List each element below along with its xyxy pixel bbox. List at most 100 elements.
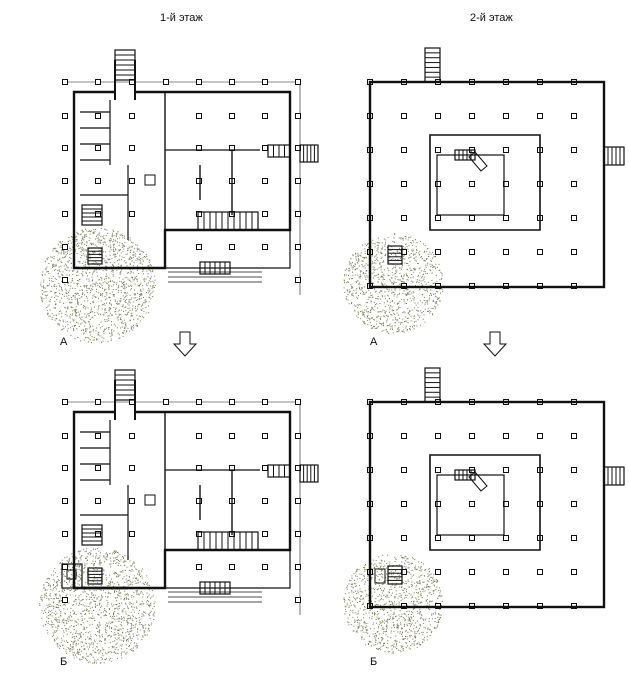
tree-stipple-dot (415, 320, 417, 322)
tree-stipple-dot (63, 570, 65, 572)
tree-stipple-dot (58, 619, 60, 621)
tree-stipple-dot (76, 239, 78, 241)
tree-stipple-dot (134, 289, 135, 291)
tree-stipple-dot (131, 614, 133, 616)
tree-stipple-dot (73, 626, 75, 627)
tree-stipple-dot (403, 290, 405, 292)
tree-stipple-dot (103, 590, 105, 592)
tree-stipple-dot (116, 658, 118, 659)
tree-stipple-dot (98, 331, 100, 333)
tree-stipple-dot (138, 285, 140, 287)
tree-stipple-dot (113, 307, 115, 309)
tree-stipple-dot (437, 581, 439, 582)
tree-stipple-dot (49, 614, 51, 616)
tree-stipple-dot (129, 279, 131, 281)
tree-stipple-dot (361, 264, 363, 265)
tree-stipple-dot (393, 237, 395, 239)
tree-stipple-dot (146, 634, 148, 636)
tree-stipple-dot (74, 589, 76, 591)
tree-stipple-dot (401, 556, 403, 558)
tree-stipple-dot (103, 662, 105, 664)
tree-stipple-dot (102, 653, 104, 655)
tree-stipple-dot (396, 623, 398, 625)
tree-stipple-dot (90, 638, 92, 639)
tree-stipple-dot (55, 617, 57, 619)
tree-stipple-dot (130, 271, 132, 273)
tree-stipple-dot (94, 269, 96, 271)
stair (299, 464, 319, 483)
tree-stipple-dot (80, 340, 82, 342)
tree-stipple-dot (390, 280, 392, 282)
tree-stipple-dot (43, 586, 45, 588)
tree-stipple-dot (377, 611, 378, 612)
tree-stipple-dot (95, 601, 97, 602)
tree-stipple-dot (98, 613, 99, 615)
tree-stipple-dot (360, 292, 361, 294)
tree-stipple-dot (427, 303, 429, 305)
tree-stipple-dot (115, 240, 117, 242)
tree-stipple-dot (72, 610, 74, 612)
tree-stipple-dot (381, 560, 383, 562)
tree-stipple-dot (106, 625, 108, 626)
tree-stipple-dot (87, 269, 89, 271)
tree-stipple-dot (60, 612, 62, 614)
tree-stipple-dot (385, 321, 387, 323)
tree-stipple-dot (367, 311, 369, 313)
tree-stipple-dot (74, 292, 76, 294)
tree-stipple-dot (364, 316, 366, 318)
tree-stipple-dot (102, 243, 104, 245)
tree-stipple-dot (110, 281, 112, 283)
tree-stipple-dot (72, 310, 74, 312)
tree-stipple-dot (371, 318, 373, 319)
tree-stipple-dot (384, 306, 386, 308)
column-marker (295, 113, 301, 119)
tree-stipple-dot (399, 616, 401, 618)
tree-stipple-dot (349, 290, 351, 292)
tree-stipple-dot (41, 273, 43, 275)
tree-stipple-dot (76, 321, 77, 323)
column-marker (163, 399, 169, 405)
tree-stipple-dot (372, 242, 374, 244)
tree-stipple-dot (74, 620, 76, 622)
tree-stipple-dot (58, 324, 60, 326)
tree-stipple-dot (441, 288, 443, 290)
tree-stipple-dot (128, 286, 130, 288)
tree-stipple-dot (86, 241, 88, 243)
tree-stipple-dot (425, 264, 427, 266)
tree-stipple-dot (143, 631, 145, 633)
tree-stipple-dot (99, 327, 101, 329)
tree-stipple-dot (381, 323, 383, 325)
tree-stipple-dot (90, 618, 92, 619)
tree-stipple-dot (380, 566, 381, 568)
tree-stipple-dot (92, 339, 94, 341)
tree-stipple-dot (108, 327, 110, 328)
tree-stipple-dot (90, 601, 92, 603)
tree-stipple-dot (39, 603, 41, 605)
tree-stipple-dot (375, 640, 377, 642)
tree-stipple-dot (371, 595, 373, 597)
tree-stipple-dot (66, 623, 68, 625)
tree-stipple-dot (119, 301, 121, 303)
tree-stipple-dot (123, 248, 125, 250)
tree-stipple-dot (414, 605, 416, 607)
tree-stipple-dot (400, 645, 402, 647)
tree-stipple-dot (99, 624, 101, 626)
tree-stipple-dot (390, 594, 392, 596)
tree-stipple-dot (413, 250, 415, 252)
column-marker (62, 433, 68, 439)
tree-stipple-dot (378, 583, 380, 585)
tree-stipple-dot (353, 289, 355, 291)
tree-stipple-dot (383, 594, 385, 596)
tree-stipple-dot (364, 286, 366, 288)
tree-stipple-dot (358, 569, 360, 570)
tree-stipple-dot (434, 293, 436, 295)
tree-stipple-dot (409, 257, 411, 259)
tree-stipple-dot (55, 318, 57, 320)
tree-stipple-dot (86, 328, 88, 330)
tree-stipple-dot (61, 637, 62, 639)
tree-stipple-dot (129, 246, 131, 248)
tree-stipple-dot (352, 274, 354, 276)
tree-stipple-dot (123, 576, 125, 578)
tree-stipple-dot (404, 620, 406, 622)
tree-stipple-dot (404, 247, 406, 249)
